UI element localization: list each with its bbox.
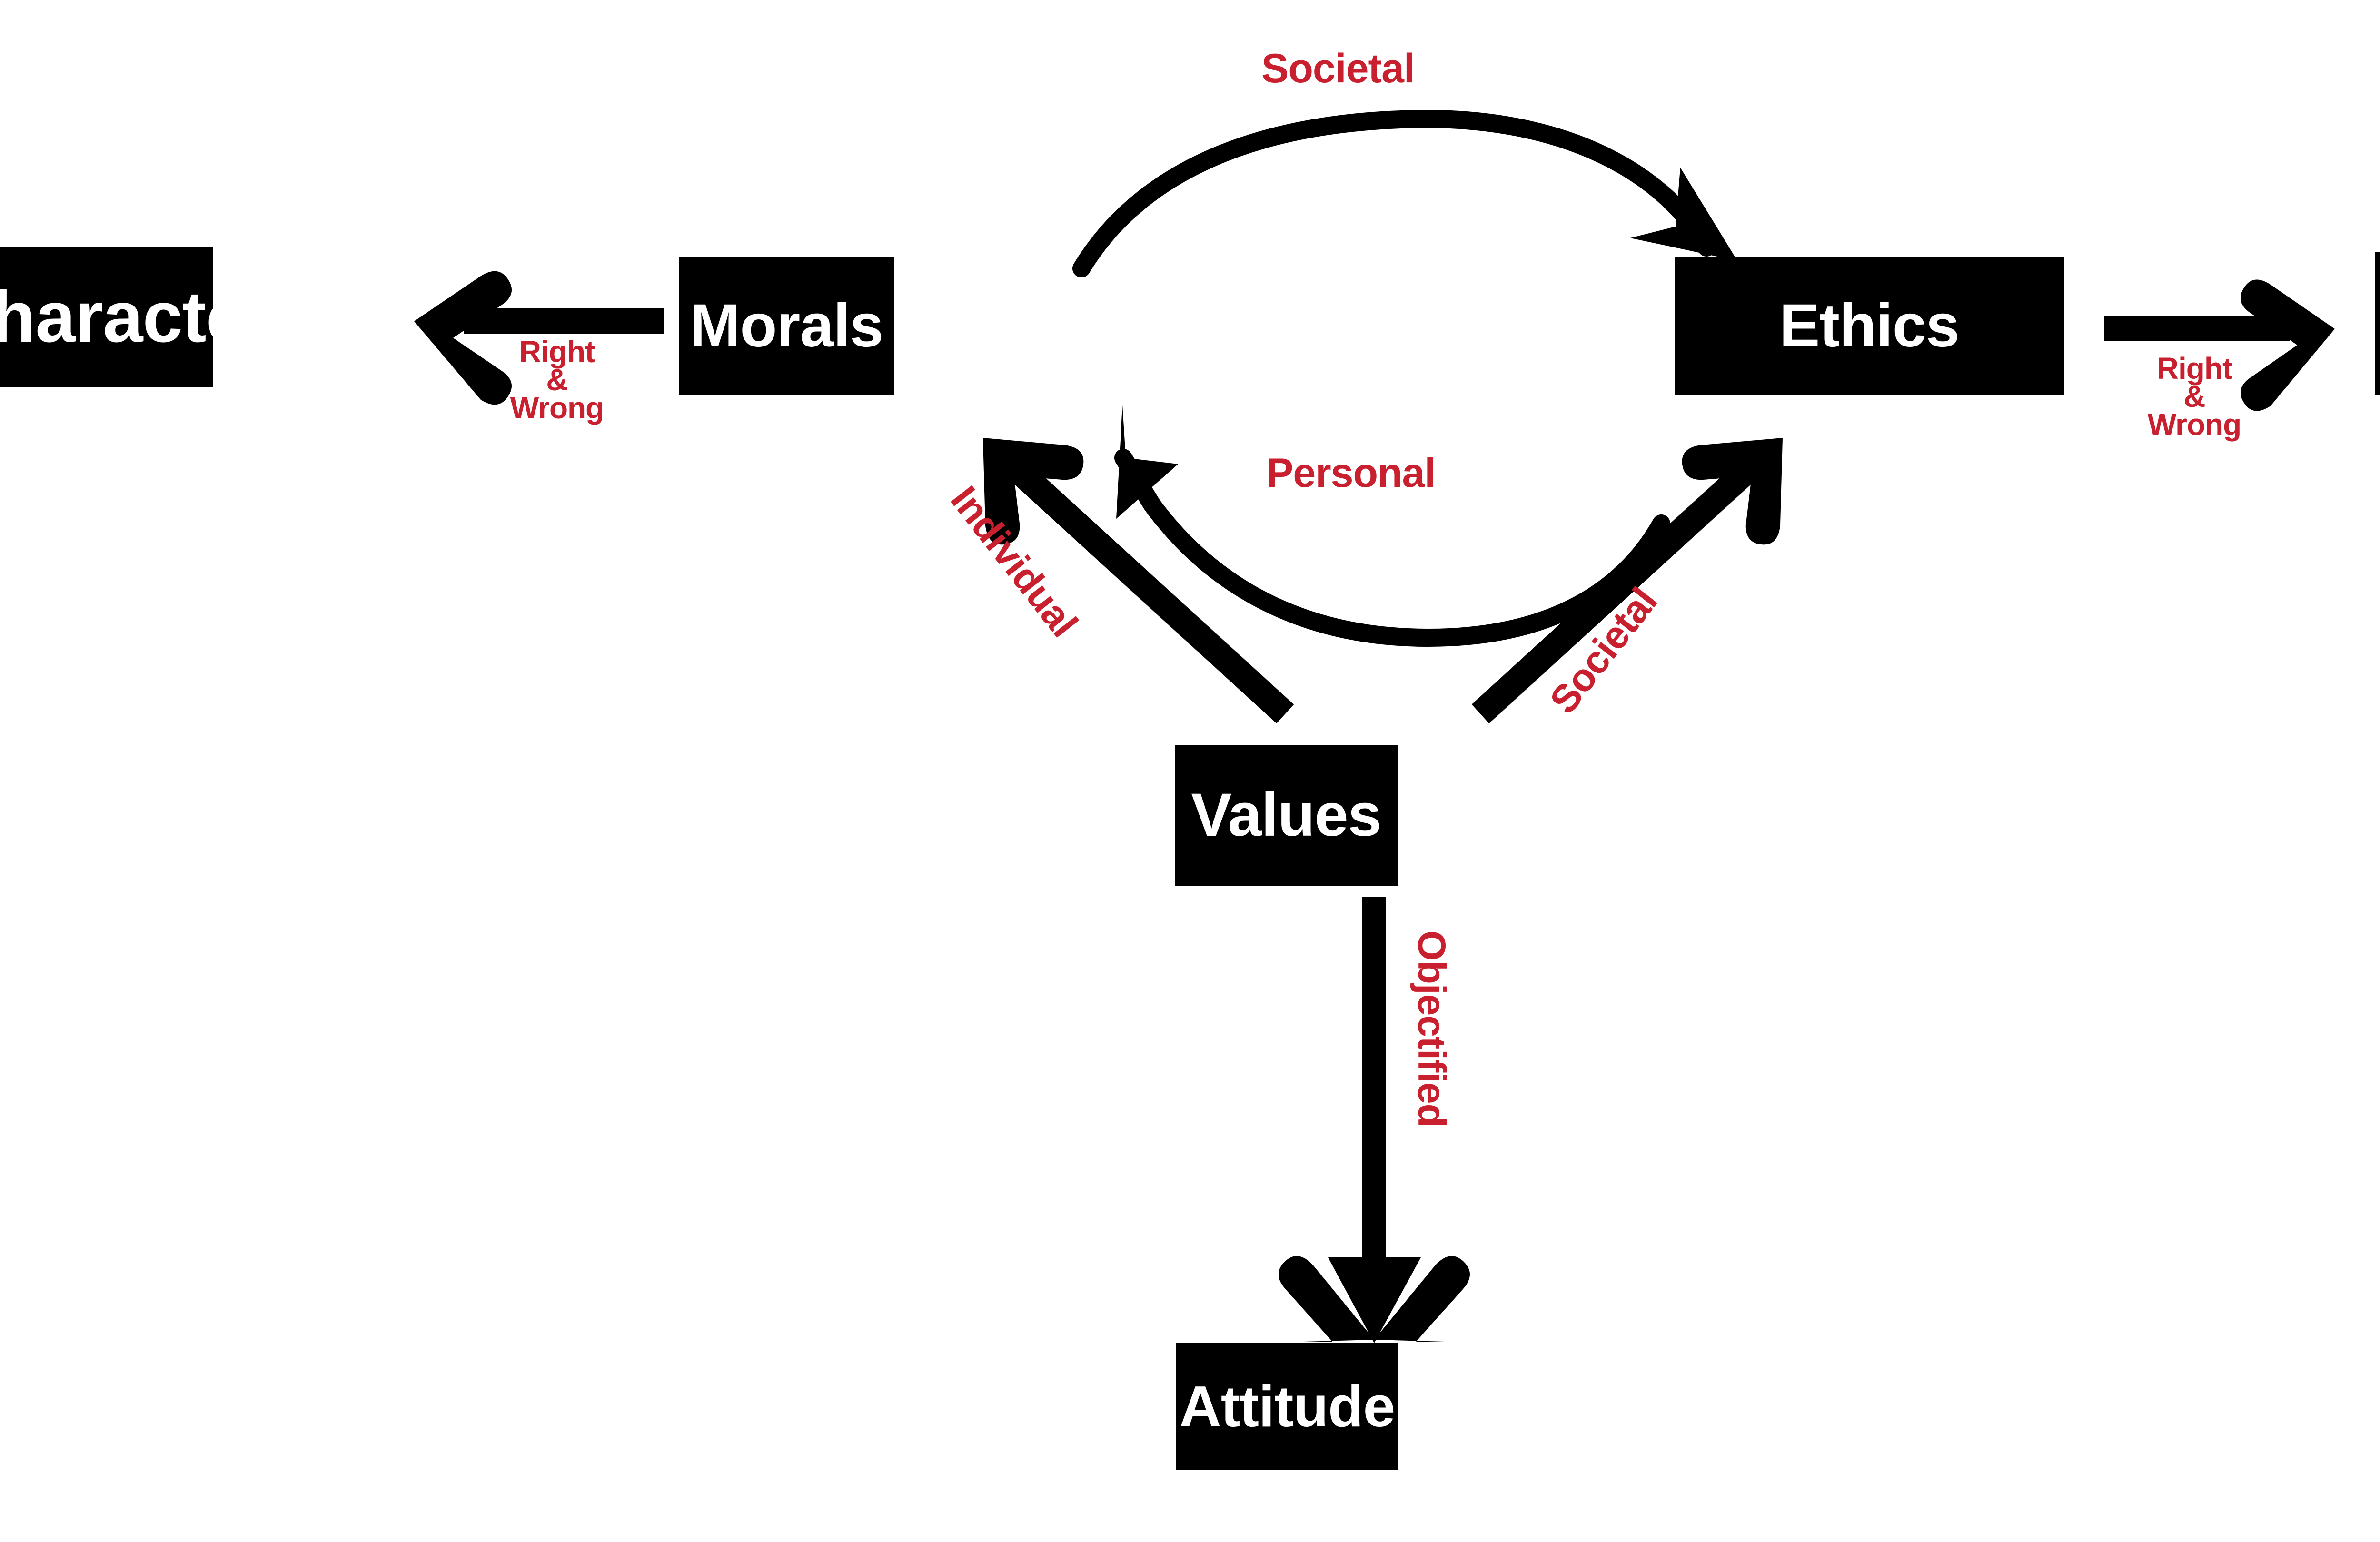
edge-label-societal-top: Societal <box>1261 46 1415 91</box>
node-ethics[interactable]: Ethics <box>1675 257 2064 395</box>
node-character-label: Character <box>0 277 274 357</box>
node-attitude-label: Attitude <box>1179 1374 1396 1439</box>
arrow-values-to-ethics <box>1471 438 1783 723</box>
edge-label-individual: Individual <box>942 478 1086 645</box>
edge-label-right-and-wrong-right: Right & Wrong <box>2147 351 2241 442</box>
edge-label-objectified: Objectified <box>1410 930 1453 1127</box>
node-morals[interactable]: Morals <box>679 257 894 395</box>
arrow-ethics-to-morals-arc <box>1114 405 1670 647</box>
node-morals-label: Morals <box>689 292 884 360</box>
node-attitude[interactable]: Attitude <box>1176 1343 1398 1470</box>
arrow-morals-to-ethics-arc <box>1072 109 1737 277</box>
edge-label-right-and-wrong-left: Right & Wrong <box>510 335 604 425</box>
node-norms[interactable]: Norms <box>2375 252 2380 395</box>
node-character[interactable]: Character <box>0 247 274 387</box>
node-ethics-label: Ethics <box>1779 292 1960 360</box>
edge-label-societal-right: Societal <box>1541 580 1666 722</box>
node-values[interactable]: Values <box>1175 745 1398 886</box>
node-values-label: Values <box>1191 781 1382 849</box>
edge-label-personal: Personal <box>1266 450 1436 496</box>
